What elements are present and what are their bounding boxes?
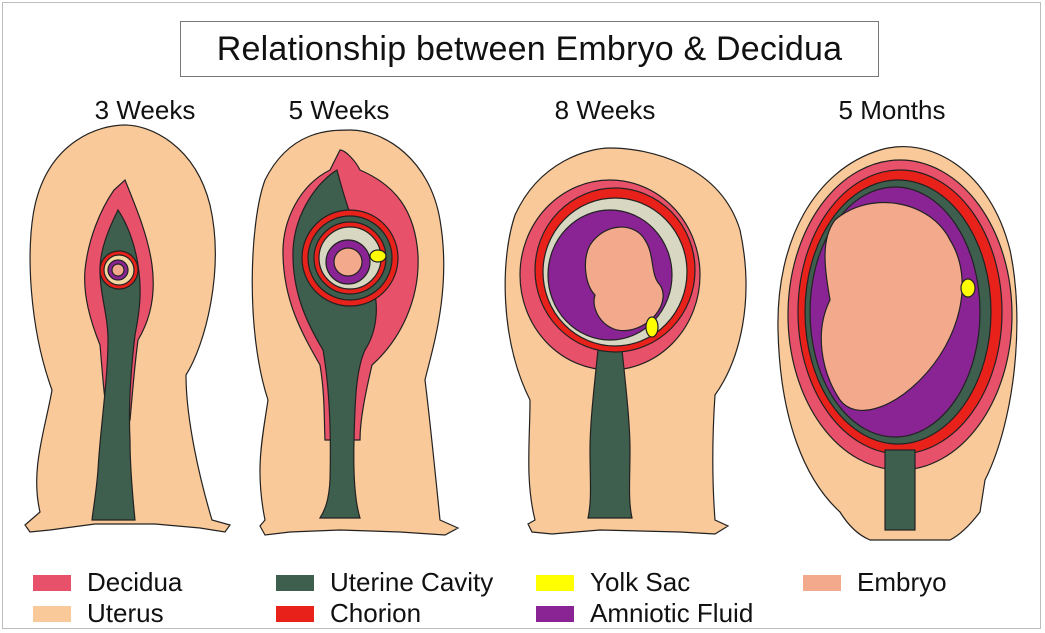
yolk-sac — [961, 279, 975, 297]
legend-label: Yolk Sac — [590, 567, 690, 598]
legend-label: Amniotic Fluid — [590, 598, 753, 629]
legend-item-uterine-cavity: Uterine Cavity — [276, 567, 493, 598]
legend-label: Decidua — [87, 567, 182, 598]
embryo-swatch — [803, 575, 841, 591]
yolk-sac — [370, 250, 386, 262]
legend-item-chorion: Chorion — [276, 598, 421, 629]
yolk-sac — [646, 317, 658, 337]
legend-item-uterus: Uterus — [33, 598, 164, 629]
legend-item-amniotic-fluid: Amniotic Fluid — [536, 598, 753, 629]
uterus-3-weeks — [25, 125, 230, 532]
chorion-swatch — [276, 606, 314, 622]
legend-label: Uterus — [87, 598, 164, 629]
legend-item-embryo: Embryo — [803, 567, 947, 598]
uterine-cavity-swatch — [276, 575, 314, 591]
uterus-swatch — [33, 606, 71, 622]
uterine-canal — [885, 450, 915, 530]
uterus-8-weeks — [505, 148, 746, 534]
legend-label: Uterine Cavity — [330, 567, 493, 598]
uterus-5-months — [778, 147, 1017, 540]
decidua-swatch — [33, 575, 71, 591]
legend-item-decidua: Decidua — [33, 567, 182, 598]
legend-item-yolk-sac: Yolk Sac — [536, 567, 690, 598]
yolk-sac-swatch — [536, 575, 574, 591]
embryo — [112, 264, 124, 276]
legend-label: Embryo — [857, 567, 947, 598]
embryo — [334, 248, 362, 276]
legend-label: Chorion — [330, 598, 421, 629]
uterus-5-weeks — [252, 130, 458, 535]
amniotic-fluid-swatch — [536, 606, 574, 622]
